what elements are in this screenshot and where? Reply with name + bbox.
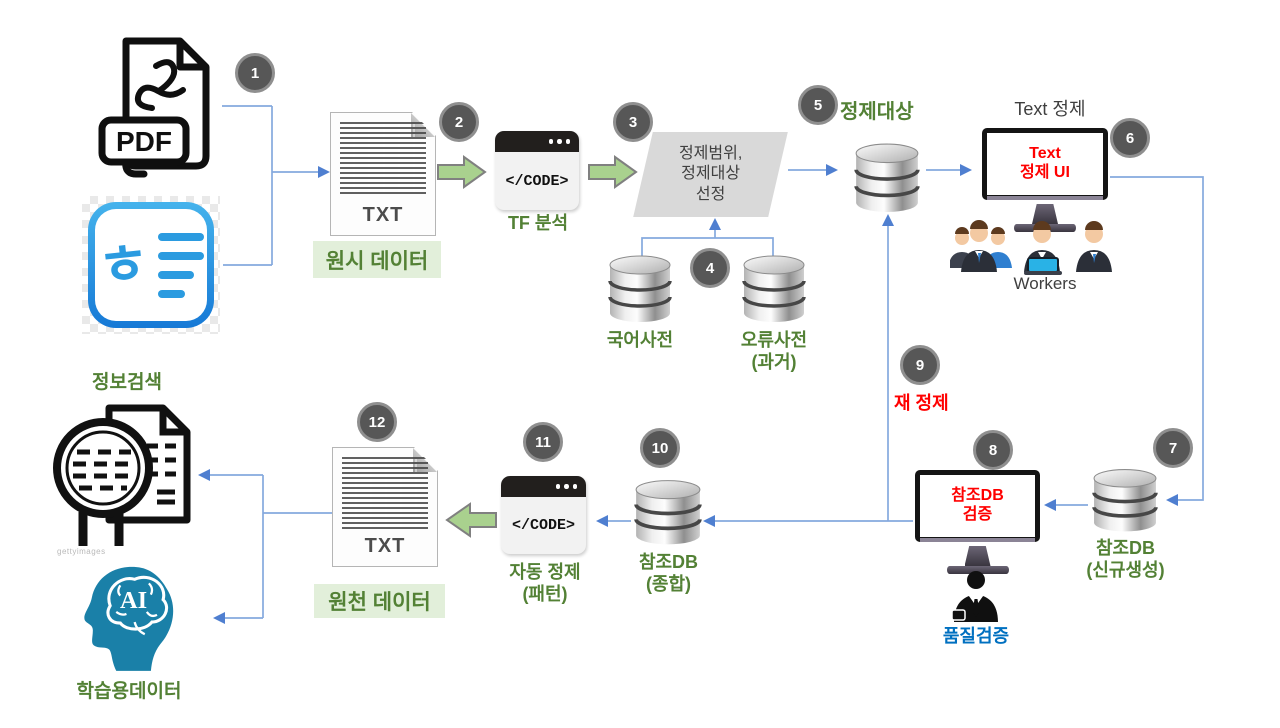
database-icon: [854, 143, 920, 212]
search-document-icon: [53, 404, 191, 546]
tf-analysis-label: TF 분석: [507, 213, 569, 233]
svg-text:PDF: PDF: [116, 126, 172, 157]
step-badge-12: 12: [357, 402, 397, 442]
database-icon: [742, 255, 806, 322]
txt-file-icon: TXT: [330, 112, 436, 236]
database-icon: [634, 480, 702, 545]
step-badge-2: 2: [439, 102, 479, 142]
ref-db-new-label: 참조DB(신규생성): [1086, 538, 1165, 580]
error-dict-label: 오류사전(과거): [740, 330, 808, 372]
pdf-file-icon: PDF: [98, 37, 210, 178]
step-badge-5: 5: [798, 85, 838, 125]
step-badge-11: 11: [523, 422, 563, 462]
code-window-icon: </CODE>: [501, 476, 586, 554]
step-badge-7: 7: [1153, 428, 1193, 468]
ai-brain-icon: AI: [84, 566, 174, 671]
korean-dict-label: 국어사전: [606, 330, 674, 350]
txt-badge: TXT: [364, 535, 406, 557]
ref-db-total-label: 참조DB(종합): [638, 552, 699, 594]
hwp-file-icon: ㅎ: [82, 196, 220, 334]
txt-file-icon: TXT: [332, 447, 438, 567]
quality-check-label: 품질검증: [942, 626, 1010, 646]
step-badge-4: 4: [690, 248, 730, 288]
step-badge-8: 8: [973, 430, 1013, 470]
flow-arrow-icon: [445, 502, 497, 538]
info-search-label: 정보검색: [92, 372, 162, 393]
flow-arrow-icon: [437, 155, 487, 189]
text-ui-title: Text 정제: [1014, 99, 1086, 119]
step-badge-1: 1: [235, 53, 275, 93]
code-window-icon: </CODE>: [495, 131, 579, 210]
step-badge-6: 6: [1110, 118, 1150, 158]
workers-icon: [950, 220, 1112, 275]
text-lines-decoration: [158, 232, 205, 298]
flow-arrow-icon: [588, 155, 638, 189]
step-badge-3: 3: [613, 102, 653, 142]
recleanse-label: 재 정제: [894, 393, 949, 413]
svg-text:AI: AI: [120, 587, 147, 614]
txt-badge: TXT: [362, 204, 404, 226]
database-icon: [1092, 469, 1158, 532]
hangul-glyph: ㅎ: [94, 230, 153, 299]
step-badge-9: 9: [900, 345, 940, 385]
watermark: gettyimages: [57, 547, 106, 556]
person-silhouette-icon: [951, 571, 998, 622]
auto-cleanse-label: 자동 정제(패턴): [509, 562, 581, 604]
workers-label: Workers: [1013, 274, 1077, 293]
source-data-label: 원천 데이터: [314, 584, 445, 618]
training-data-label: 학습용데이터: [76, 681, 182, 702]
step-badge-10: 10: [640, 428, 680, 468]
database-icon: [608, 255, 672, 322]
target-label: 정제대상: [840, 101, 914, 123]
raw-data-label: 원시 데이터: [313, 241, 441, 278]
